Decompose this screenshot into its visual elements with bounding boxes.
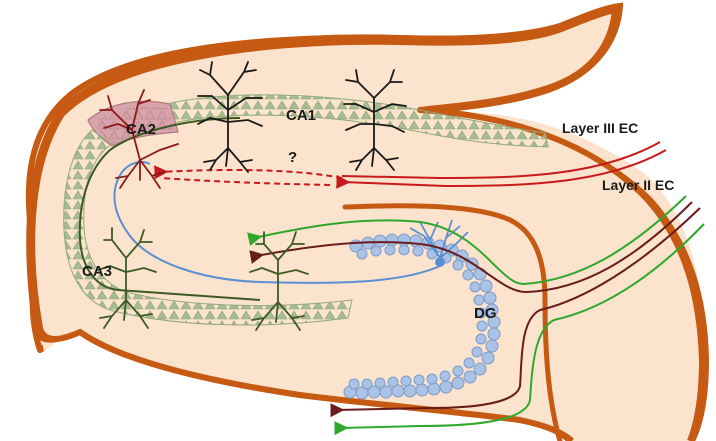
label-ca3: CA3 <box>82 263 112 280</box>
label-unknown-projection: ? <box>288 149 297 166</box>
label-ca2: CA2 <box>126 121 156 138</box>
label-dg: DG <box>474 305 497 322</box>
label-ca1: CA1 <box>286 107 316 124</box>
label-layer-ii-ec: Layer II EC <box>602 177 674 193</box>
label-layer-iii-ec: Layer III EC <box>562 120 638 136</box>
